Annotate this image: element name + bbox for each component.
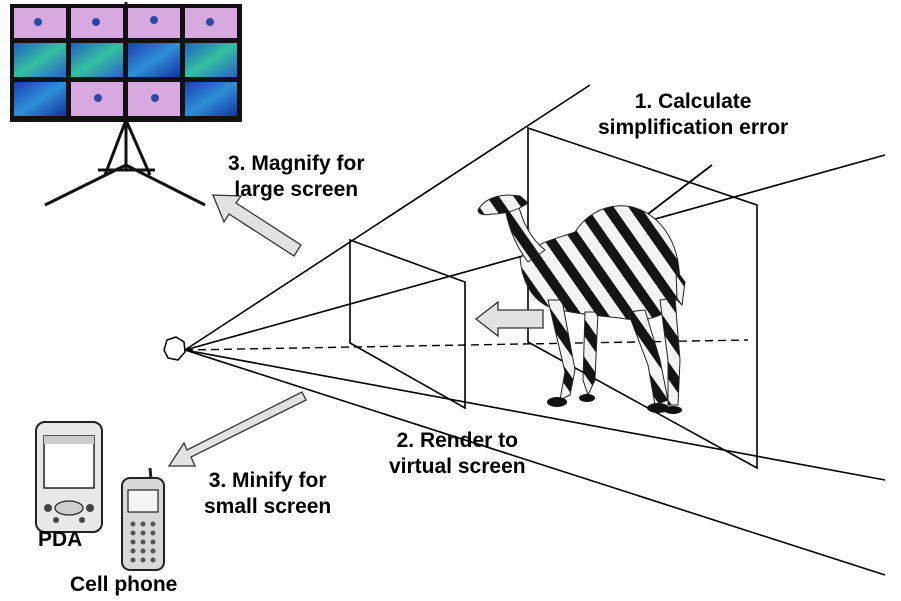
minify-label: 3. Minify for small screen — [204, 468, 331, 520]
magnify-arrow[interactable] — [213, 195, 301, 256]
minify-label-line2: small screen — [204, 494, 331, 520]
center-ray — [185, 340, 748, 350]
calculate-label: 1. Calculate simplification error — [598, 89, 788, 141]
pda-device — [36, 422, 102, 532]
calculate-label-line2: simplification error — [598, 115, 788, 141]
render-label: 2. Render to virtual screen — [389, 428, 526, 480]
minify-arrow[interactable] — [169, 392, 306, 466]
minify-label-line1: 3. Minify for — [204, 468, 331, 494]
virtual-screen-plane — [350, 240, 465, 408]
eye-point — [164, 337, 185, 360]
cell-phone-label: Cell phone — [70, 572, 177, 598]
tripod — [45, 120, 205, 205]
magnify-label: 3. Magnify for large screen — [228, 151, 365, 203]
pda-label: PDA — [38, 527, 82, 553]
magnify-label-line1: 3. Magnify for — [228, 151, 365, 177]
render-label-line1: 2. Render to — [389, 428, 526, 454]
magnify-label-line2: large screen — [228, 177, 365, 203]
render-arrow[interactable] — [476, 302, 543, 336]
zebra-camel-model — [478, 195, 685, 405]
render-label-line2: virtual screen — [389, 454, 526, 480]
cell-phone-device — [122, 468, 164, 570]
display-wall — [10, 2, 242, 205]
calculate-label-line1: 1. Calculate — [598, 89, 788, 115]
